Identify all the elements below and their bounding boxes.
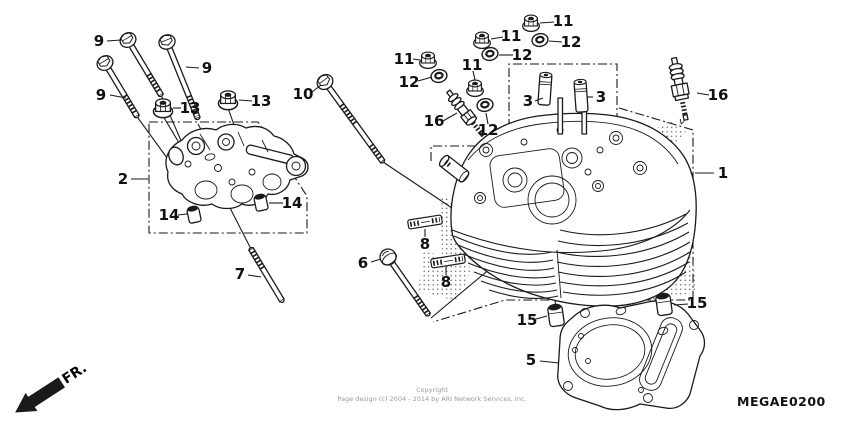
part-2-rocker-assembly (165, 123, 309, 210)
callout-11-b[interactable]: 11 (462, 56, 483, 74)
callout-9-b[interactable]: 9 (202, 59, 212, 77)
part-13-nut-b (217, 90, 239, 111)
part-7-stud (248, 246, 285, 304)
callout-12-d[interactable]: 12 (561, 33, 582, 51)
part-1-cylinder-head (418, 97, 697, 307)
copyright-line-2: Page design (c) 2004 - 2014 by ARI Netwo… (337, 395, 526, 403)
callout-12-a[interactable]: 12 (399, 73, 420, 91)
part-3-valve-guide-b (573, 78, 589, 113)
diagram-code: MEGAE0200 (737, 394, 826, 409)
callout-9-c[interactable]: 9 (96, 86, 106, 104)
part-14-cap-a (185, 204, 203, 225)
part-5-gasket (557, 300, 706, 411)
front-direction-indicator: FR. (15, 360, 90, 413)
part-4-dowel-pin (438, 154, 470, 183)
group-box-valve-sensor (430, 128, 518, 161)
callout-11-d[interactable]: 11 (553, 12, 574, 30)
part-8-pin-a (408, 215, 443, 229)
callout-8-b[interactable]: 8 (441, 273, 451, 291)
part-16-spark-plug (668, 56, 690, 125)
callout-12-c[interactable]: 12 (512, 46, 533, 64)
part-11-nut-b (466, 79, 484, 98)
callout-2[interactable]: 2 (118, 170, 128, 188)
callout-3-a[interactable]: 3 (523, 92, 533, 110)
callout-11-a[interactable]: 11 (394, 50, 415, 68)
callout-13-b[interactable]: 13 (251, 92, 272, 110)
callout-6[interactable]: 6 (358, 254, 368, 272)
copyright-line-1: Copyright (416, 386, 448, 394)
callout-10[interactable]: 10 (293, 85, 314, 103)
part-12-washer-b (474, 96, 496, 114)
callout-15-b[interactable]: 15 (687, 294, 708, 312)
group-box-rocker-assembly (148, 121, 308, 234)
callout-7[interactable]: 7 (235, 265, 245, 283)
callout-5[interactable]: 5 (526, 351, 536, 369)
part-3-valve-guide-a (537, 71, 553, 106)
front-label: FR. (59, 360, 89, 388)
part-10-bolt (313, 70, 386, 164)
callout-11-c[interactable]: 11 (501, 27, 522, 45)
callout-12-b[interactable]: 12 (478, 121, 499, 139)
part-11-nut-d (522, 14, 540, 33)
part-9-bolt-b (156, 31, 201, 121)
callout-9-a[interactable]: 9 (94, 32, 104, 50)
part-9-bolt-c (93, 52, 140, 119)
part-12-washer-d (529, 31, 551, 49)
part-16-decompressor-valve (446, 89, 485, 137)
callout-8-a[interactable]: 8 (420, 235, 430, 253)
part-9-bolt-a (116, 29, 164, 98)
callout-16-b[interactable]: 16 (708, 86, 729, 104)
part-15-cap-b (654, 291, 674, 317)
callout-16-a[interactable]: 16 (424, 112, 445, 130)
part-11-nut-c (473, 31, 491, 50)
part-12-washer-a (428, 67, 450, 85)
part-6-bolt (379, 248, 431, 317)
callout-13-a[interactable]: 13 (180, 99, 201, 117)
callout-leader-lines (106, 21, 714, 364)
callout-14-b[interactable]: 14 (282, 194, 303, 212)
callout-labels: 9 9 9 13 13 10 11 12 11 12 16 11 12 11 1… (94, 12, 729, 369)
part-13-nut-a (152, 98, 174, 119)
part-15-cap-a (546, 302, 566, 328)
callout-3-b[interactable]: 3 (596, 88, 606, 106)
callout-1[interactable]: 1 (718, 164, 728, 182)
callout-15-a[interactable]: 15 (517, 311, 538, 329)
part-11-nut-a (419, 51, 437, 70)
callout-14-a[interactable]: 14 (159, 206, 180, 224)
